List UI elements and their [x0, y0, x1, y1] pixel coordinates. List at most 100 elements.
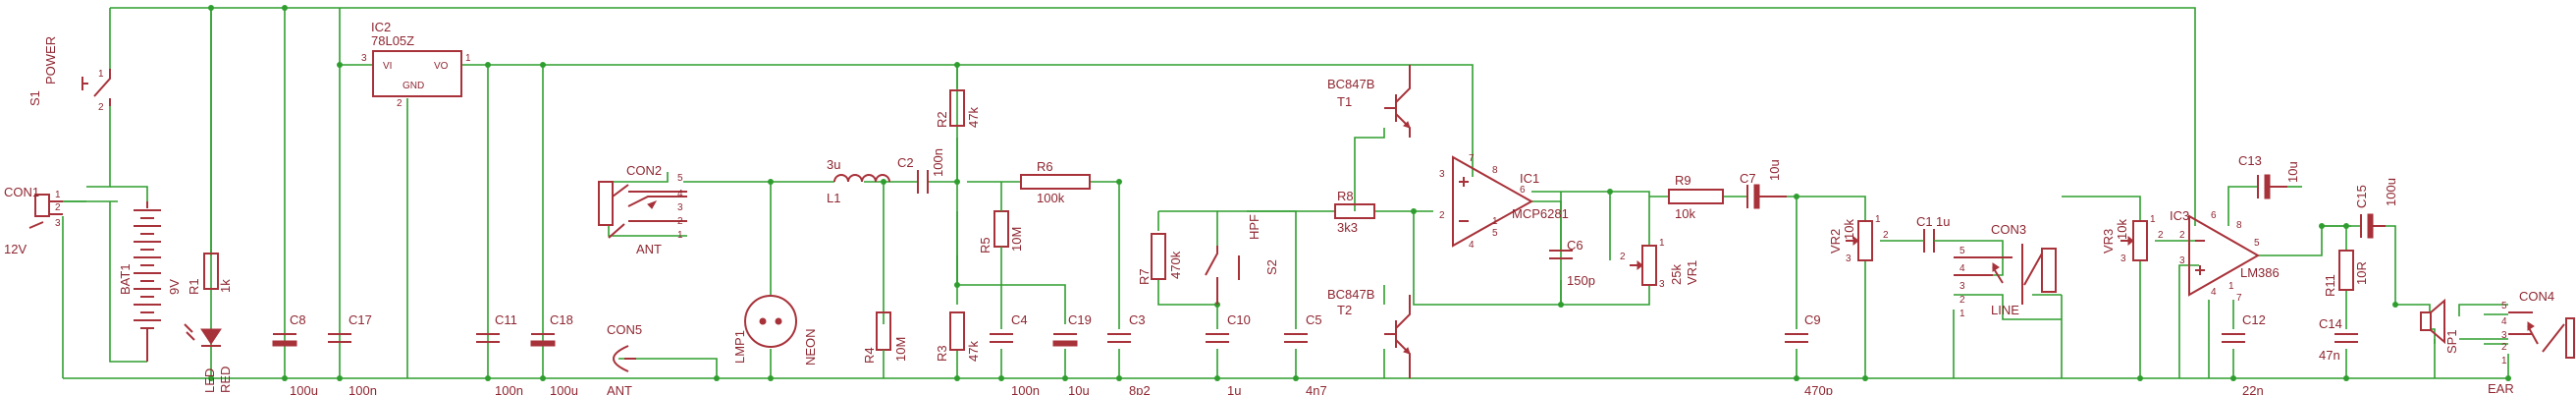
con2-pin5: 5 — [677, 173, 683, 184]
capacitor-c1: C1 1u — [1914, 214, 1959, 253]
s1-pin2: 2 — [98, 102, 104, 113]
capacitor-c14: C14 47n — [2319, 316, 2358, 363]
speaker-sp1: SP1 — [2420, 298, 2459, 354]
r7-value: 470k — [1168, 251, 1183, 279]
regulator-ic2: VI VO GND 3 1 2 IC2 78L05Z — [361, 20, 471, 109]
ic3-pin3: 3 — [2179, 255, 2185, 266]
capacitor-c12: C12 22n — [2222, 312, 2266, 395]
c7-value: 10u — [1767, 159, 1782, 181]
ic2-pin1: 1 — [465, 53, 471, 64]
ic3-pin1: 1 — [2228, 281, 2234, 292]
con4-pin2: 2 — [2501, 342, 2507, 353]
resistor-r11: R11 10R — [2323, 250, 2369, 297]
con1-pin3: 1 — [55, 190, 61, 200]
connector-con1: 1 2 3 CON1 12V — [4, 185, 63, 256]
vr1-ref: VR1 — [1685, 260, 1699, 285]
ic2-ref: IC2 — [371, 20, 391, 34]
resistor-r8: R8 3k3 — [1334, 189, 1375, 235]
c14-value: 47n — [2319, 348, 2340, 363]
switch-s1: 1 2 S1 POWER — [27, 36, 111, 113]
ic3-pin2: 2 — [2179, 230, 2185, 241]
con4-pin5: 5 — [2501, 301, 2507, 311]
c6-ref: C6 — [1567, 238, 1583, 253]
t1-value: BC847B — [1327, 77, 1374, 91]
amplifier-ic3: 6 8 2 3 4 1 7 5 IC3 LM386 — [2170, 208, 2280, 304]
resistor-r4: R4 10M — [862, 311, 908, 378]
ic2-pin3: 3 — [361, 53, 367, 64]
bat1-ref: BAT1 — [118, 263, 133, 295]
r6-value: 100k — [1037, 191, 1065, 205]
potentiometer-vr1: 1 2 3 25k VR1 — [1620, 238, 1699, 290]
battery-bat1: BAT1 9V — [118, 201, 182, 362]
capacitor-c9: C9 470p — [1785, 312, 1833, 395]
c5-ref: C5 — [1306, 312, 1322, 327]
c11-ref: C11 — [495, 312, 517, 327]
capacitor-c10: C10 1u — [1206, 312, 1251, 395]
con4-pin4: 4 — [2501, 316, 2507, 327]
ic3-pin6: 6 — [2211, 210, 2217, 221]
ic1-pin4: 4 — [1469, 240, 1475, 251]
con2-value: ANT — [636, 242, 662, 256]
capacitor-c4: C4 100n — [990, 312, 1040, 395]
resistor-r6: R6 100k — [1020, 159, 1091, 205]
resistor-r5: R5 10M — [978, 182, 1024, 285]
c3-value: 8p2 — [1129, 383, 1151, 395]
ic1-pin2: 2 — [1439, 210, 1445, 221]
c10-value: 1u — [1227, 383, 1241, 395]
potentiometer-vr3: 1 2 3 VR3 10k — [2101, 214, 2164, 264]
lmp1-value: NEON — [803, 328, 818, 366]
connector-con4: 5 4 3 2 1 CON4 EAR — [2488, 289, 2575, 395]
con3-ref: CON3 — [1991, 222, 2026, 237]
junctions — [208, 5, 2511, 381]
ic3-pin7: 7 — [2236, 293, 2242, 304]
con2-pin3: 3 — [677, 202, 683, 213]
con3-value: LINE — [1991, 303, 2019, 317]
c7-ref: C7 — [1740, 171, 1756, 186]
capacitor-c6: C6 150p — [1549, 238, 1595, 288]
r9-value: 10k — [1675, 206, 1695, 221]
capacitor-c11: C11 100n — [476, 312, 523, 395]
s2-value: HPF — [1247, 214, 1261, 240]
resistor-r1: R1 1k — [187, 8, 233, 295]
con2-pin2: 2 — [677, 216, 683, 227]
c3-ref: C3 — [1129, 312, 1146, 327]
con5-ref: CON5 — [607, 322, 642, 337]
r1-value: 1k — [218, 279, 233, 293]
led-value: RED — [218, 367, 233, 393]
con3-pin5: 5 — [1959, 246, 1965, 256]
c9-ref: C9 — [1804, 312, 1821, 327]
inductor-l1: 3u L1 — [827, 157, 890, 205]
c18-ref: C18 — [550, 312, 573, 327]
sp1-ref: SP1 — [2444, 329, 2459, 354]
capacitor-c8: C8 100u — [272, 312, 318, 395]
switch-s2: S2 HPF — [1205, 214, 1279, 305]
vr2-pin1: 1 — [1875, 214, 1881, 225]
r1-ref: R1 — [187, 278, 201, 295]
r5-ref: R5 — [978, 237, 993, 254]
potentiometer-vr2: 1 2 3 VR2 10k — [1828, 214, 1889, 264]
ic1-pin5: 5 — [1492, 228, 1498, 239]
c8-ref: C8 — [290, 312, 306, 327]
connector-con2: 5 4 3 2 1 CON2 ANT — [598, 163, 687, 256]
resistor-r7: R7 470k — [1137, 233, 1183, 285]
r4-value: 10M — [893, 337, 908, 362]
c18-value: 100u — [550, 383, 578, 395]
c19-value: 10u — [1068, 383, 1090, 395]
ic1-pin6: 6 — [1520, 185, 1526, 196]
r11-ref: R11 — [2323, 274, 2337, 297]
transistor-t1: BC847B T1 — [1327, 65, 1411, 138]
r7-ref: R7 — [1137, 268, 1152, 285]
ic1-pin7: 7 — [1469, 153, 1475, 164]
con3-pin4: 4 — [1959, 263, 1965, 274]
c4-ref: C4 — [1011, 312, 1028, 327]
ic1-ref: IC1 — [1520, 171, 1539, 186]
connector-con5: CON5 ANT — [607, 322, 642, 395]
capacitor-c17: C17 100n — [328, 312, 377, 395]
vr2-pin3: 3 — [1846, 254, 1852, 264]
c13-ref: C13 — [2238, 153, 2262, 168]
ic1-pin8: 8 — [1492, 165, 1498, 176]
c13-value: 10u — [2285, 161, 2300, 183]
vr2-pin2: 2 — [1883, 230, 1889, 241]
con1-pin1: 3 — [55, 218, 61, 229]
bat1-value: 9V — [167, 279, 182, 295]
